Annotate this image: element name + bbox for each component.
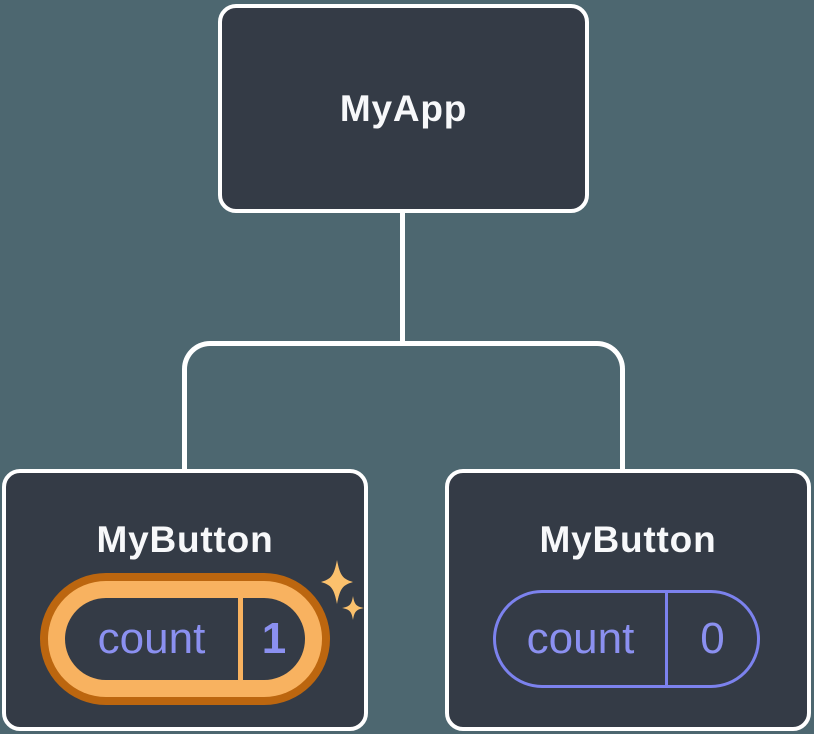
state-name-cell: count [65,598,238,680]
state-pill-body: count 1 [65,598,305,680]
state-pill-idle: count 0 [493,590,760,688]
node-myapp-label: MyApp [339,87,468,129]
state-value: 0 [700,614,725,663]
node-myapp: MyApp [218,4,589,213]
state-name-cell: count [496,593,668,685]
state-pill-divider [238,598,243,680]
node-mybutton-left: MyButton count 1 [2,469,368,731]
node-mybutton-left-label: MyButton [96,519,274,560]
connector-root-stem [400,211,405,344]
state-value-cell: 0 [668,593,757,685]
state-value-cell: 1 [243,598,305,680]
node-mybutton-right: MyButton count 0 [445,469,811,731]
node-mybutton-right-label: MyButton [539,519,717,560]
state-pill-highlighted: count 1 [40,573,330,705]
sparkles-icon [321,560,364,620]
state-pill-highlight-ring: count 1 [48,581,322,697]
state-name: count [526,614,635,663]
connector-branch-bracket [182,341,625,472]
state-value: 1 [261,614,287,663]
state-name: count [97,614,206,663]
